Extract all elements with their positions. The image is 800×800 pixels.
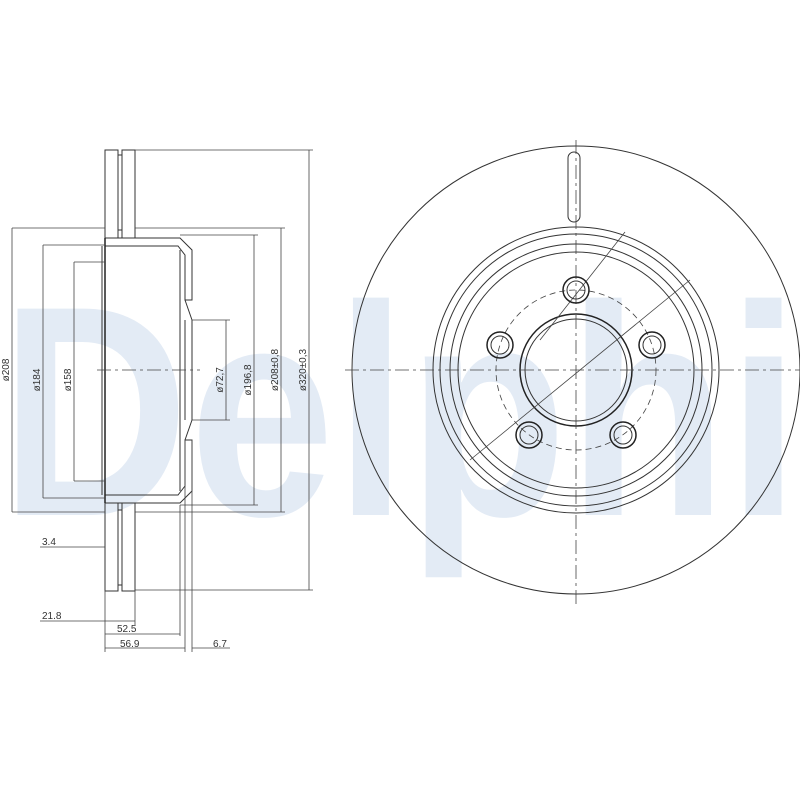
dim-52-5: 52.5	[117, 624, 137, 635]
dim-d184: ø184	[32, 368, 43, 391]
dim-d72-7: ø72,7	[215, 367, 226, 393]
dim-d158: ø158	[63, 368, 74, 391]
dim-3-4: 3.4	[42, 537, 56, 548]
bolt-holes	[486, 276, 666, 449]
dim-d196-8: ø196,8	[243, 364, 254, 396]
section-view: ø208 ø184 ø158 ø72,7 ø196,8 ø208±0,8 ø32…	[1, 149, 313, 652]
dim-d208: ø208	[1, 358, 12, 381]
dim-21-8: 21.8	[42, 611, 62, 622]
dim-d208-tol: ø208±0,8	[270, 348, 281, 391]
dim-56-9: 56.9	[120, 639, 140, 650]
dim-d320-tol: ø320±0,3	[298, 348, 309, 391]
front-view	[345, 140, 800, 605]
delphi-watermark: Delphi	[0, 243, 800, 581]
dim-6-7: 6.7	[213, 639, 227, 650]
